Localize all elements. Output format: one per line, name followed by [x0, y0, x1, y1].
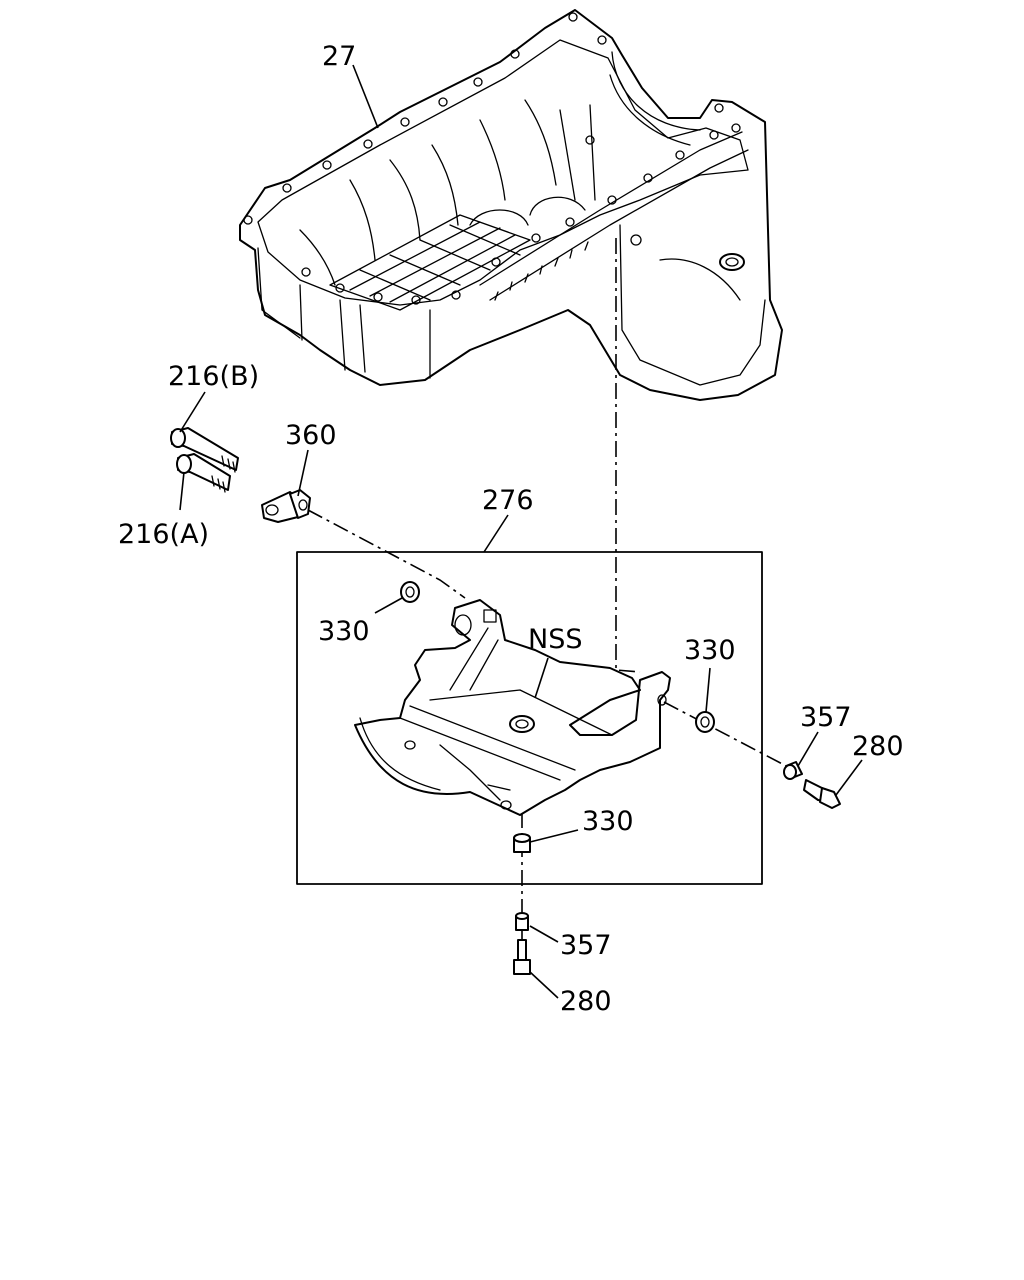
- collar-bottom: [515, 912, 529, 931]
- label-nss: NSS: [528, 624, 582, 655]
- label-grommet-330-left: 330: [318, 616, 370, 647]
- bolt-216-b: [170, 427, 239, 473]
- label-bolt-216a: 216(A): [118, 519, 209, 550]
- bolt-bottom: [513, 939, 531, 975]
- bolt-right: [803, 779, 841, 809]
- leader-lines: [179, 64, 863, 999]
- grommet-left: [400, 581, 420, 603]
- assembly-box: [296, 551, 763, 885]
- label-bolt-280-bottom: 280: [560, 986, 612, 1017]
- label-bolt-280-right: 280: [852, 731, 904, 762]
- grommet-bottom: [513, 833, 531, 853]
- grommet-right: [695, 711, 715, 733]
- label-assembly-276: 276: [482, 485, 534, 516]
- label-grommet-330-bottom: 330: [582, 806, 634, 837]
- label-collar-357-right: 357: [800, 702, 852, 733]
- label-bolt-216b: 216(B): [168, 361, 259, 392]
- shield-plate: [354, 599, 671, 816]
- label-grommet-330-right: 330: [684, 635, 736, 666]
- label-oil-pan: 27: [322, 41, 356, 72]
- oil-pan: [239, 9, 783, 401]
- label-collar-357-bottom: 357: [560, 930, 612, 961]
- bracket-360: [261, 489, 311, 523]
- label-bracket-360: 360: [285, 420, 337, 451]
